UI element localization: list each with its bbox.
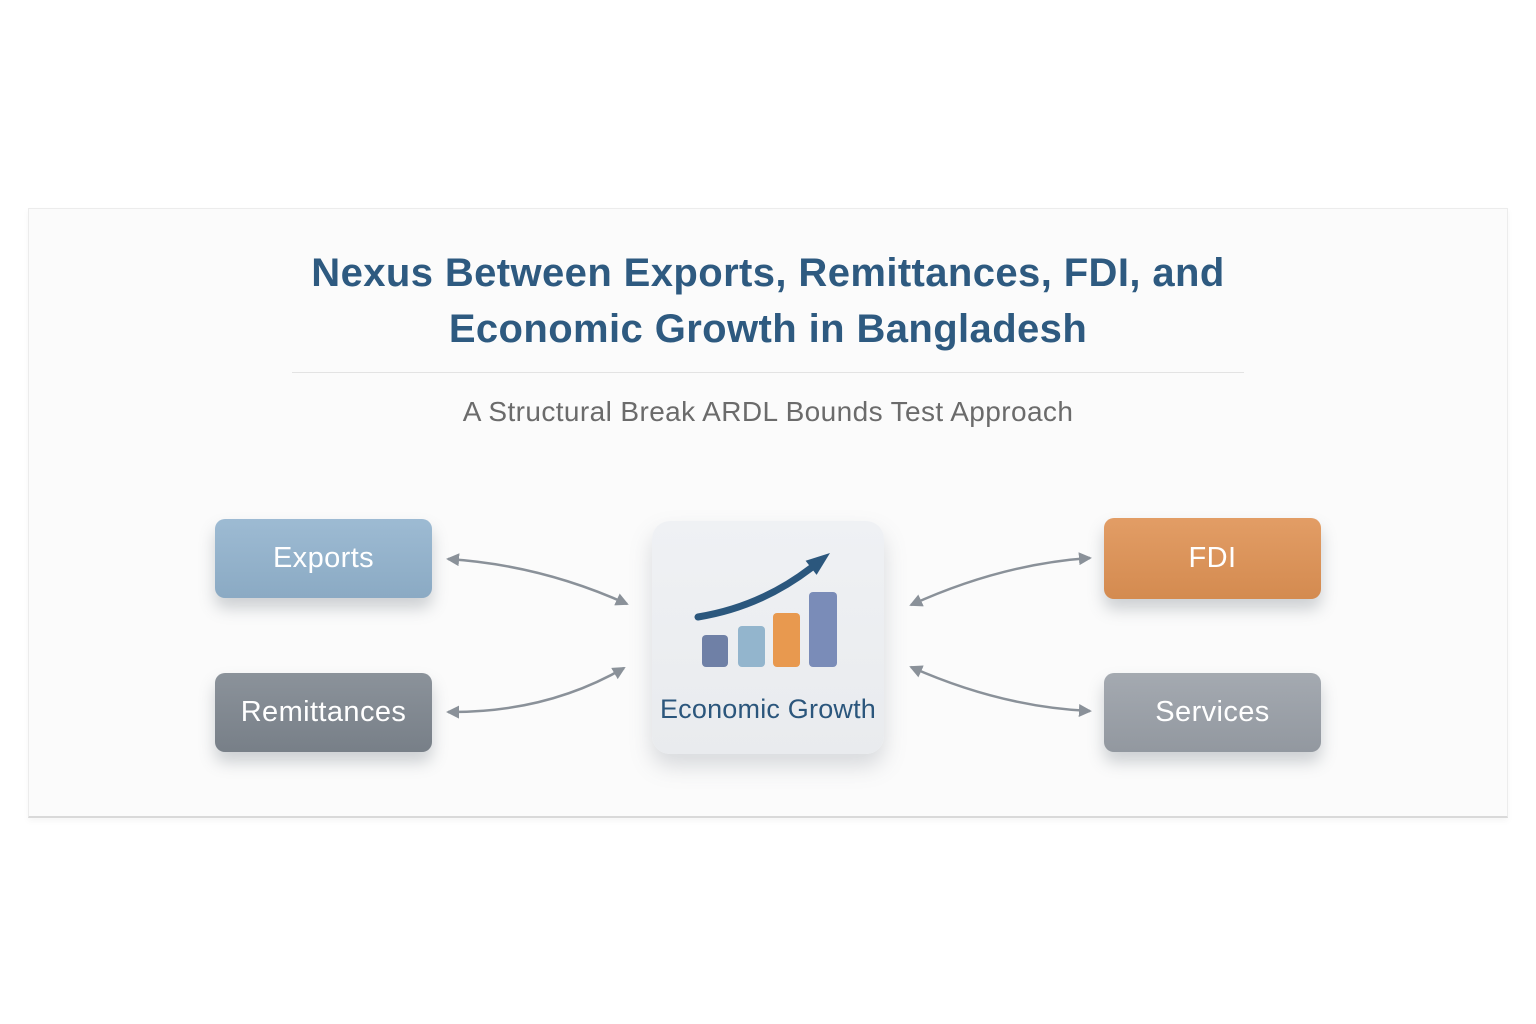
- content-card: Nexus Between Exports, Remittances, FDI,…: [28, 208, 1508, 818]
- header: Nexus Between Exports, Remittances, FDI,…: [29, 209, 1507, 428]
- title-divider: [292, 372, 1244, 373]
- node-services-label: Services: [1155, 696, 1270, 728]
- bar-4: [809, 592, 837, 667]
- page-subtitle: A Structural Break ARDL Bounds Test Appr…: [462, 396, 1074, 427]
- page-title: Nexus Between Exports, Remittances, FDI,…: [29, 245, 1507, 357]
- node-economic-growth: Economic Growth: [652, 521, 884, 754]
- bar-chart-growth-arrow-icon: [694, 553, 837, 667]
- node-economic-growth-label: Economic Growth: [659, 694, 877, 724]
- arrow-remittances-growth: [446, 666, 626, 719]
- connector-arrows-layer: [446, 552, 1092, 719]
- bar-3: [773, 613, 800, 667]
- node-services: Services: [1104, 673, 1321, 752]
- page-title-line1: Nexus Between Exports, Remittances, FDI,…: [311, 251, 1225, 295]
- node-fdi-label: FDI: [1188, 542, 1237, 574]
- node-remittances: Remittances: [215, 673, 432, 752]
- node-exports-label: Exports: [272, 542, 375, 574]
- bar-1: [702, 635, 728, 667]
- growth-trend-arrowhead: [805, 553, 830, 575]
- arrow-growth-services: [909, 665, 1092, 717]
- nexus-diagram: Exports Remittances FDI Services Economi…: [29, 209, 1509, 819]
- bar-2: [738, 626, 765, 667]
- arrow-growth-fdi: [909, 552, 1092, 607]
- node-remittances-label: Remittances: [240, 696, 407, 728]
- node-exports: Exports: [215, 519, 432, 598]
- arrow-exports-growth: [446, 553, 629, 606]
- node-fdi: FDI: [1104, 518, 1321, 599]
- growth-trend-curve: [694, 564, 815, 621]
- page-title-line2: Economic Growth in Bangladesh: [448, 307, 1088, 351]
